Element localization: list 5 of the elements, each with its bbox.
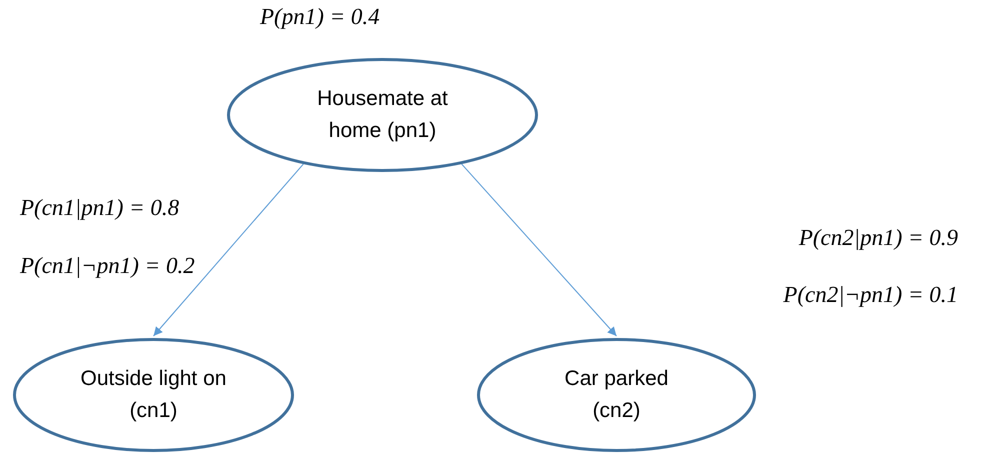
arrow — [153, 164, 304, 336]
node-label: Outside light on (cn1) — [80, 366, 228, 424]
arrow — [461, 164, 617, 336]
node-label: Car parked (cn2) — [564, 366, 670, 424]
node-label: Housemate at home (pn1) — [316, 86, 449, 144]
